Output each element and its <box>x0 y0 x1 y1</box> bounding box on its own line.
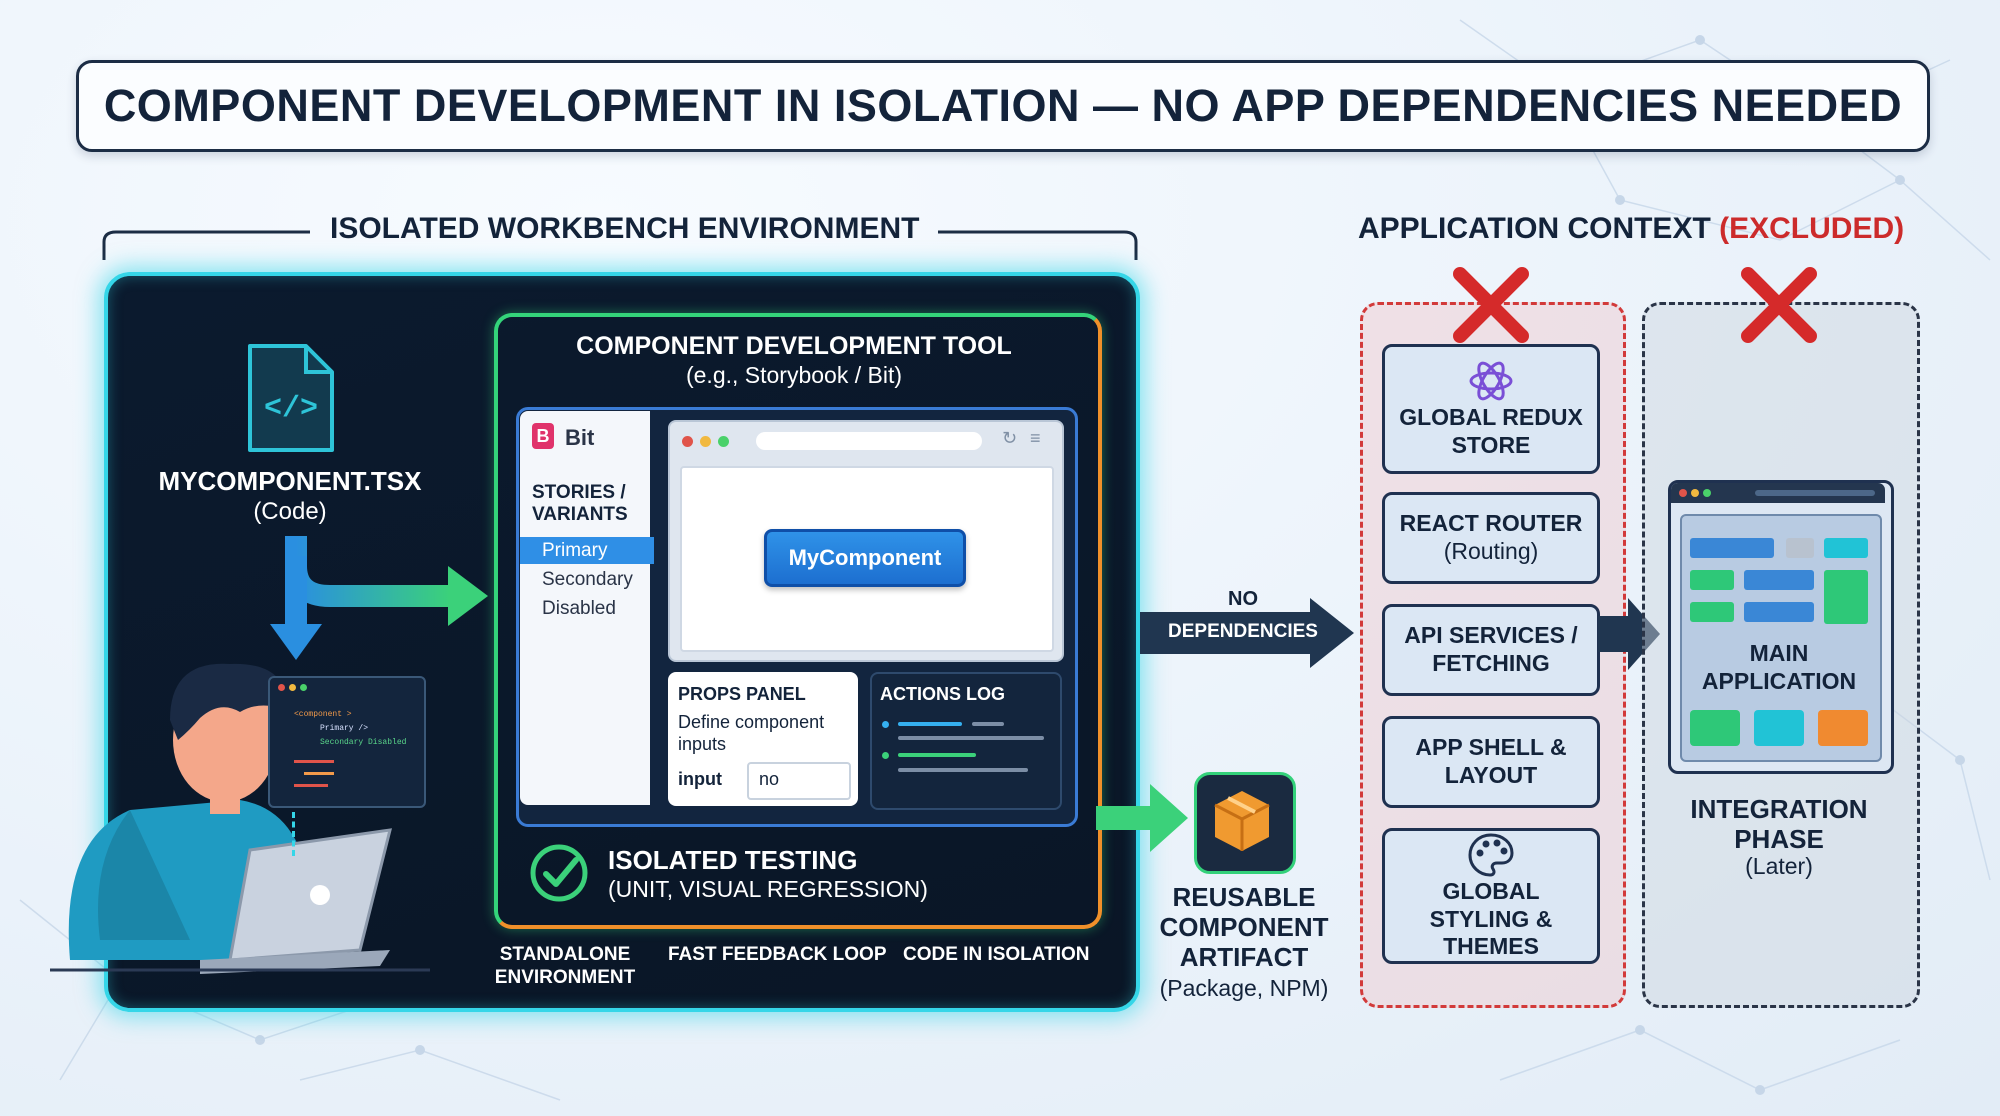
story-item-disabled[interactable]: Disabled <box>542 598 616 619</box>
artifact-arrow <box>1096 784 1188 852</box>
brand-name: Bit <box>565 425 595 450</box>
page-title: COMPONENT DEVELOPMENT IN ISOLATION — NO … <box>103 80 1903 131</box>
artifact-title: REUSABLE COMPONENT ARTIFACT <box>1140 882 1348 973</box>
code-line-1: <component > <box>294 710 352 719</box>
footer-code-isolation: CODE IN ISOLATION <box>903 944 1090 965</box>
footer-standalone: STANDALONE ENVIRONMENT <box>494 944 636 988</box>
developer-illustration <box>50 663 430 974</box>
footer-fast-feedback: FAST FEEDBACK LOOP <box>668 944 887 965</box>
react-router-sub: (Routing) <box>1443 538 1539 564</box>
main-app-titlebar <box>1671 483 1885 503</box>
artifact-line-1: REUSABLE <box>1172 882 1316 912</box>
no-dependencies-arrow <box>1140 598 1354 668</box>
checkmark-icon <box>530 844 588 902</box>
file-to-tool-arrows <box>270 536 488 660</box>
file-subtitle: (Code) <box>253 498 327 525</box>
props-input-field[interactable]: no <box>747 762 851 800</box>
menu-icon[interactable]: ≡ <box>1030 428 1041 448</box>
props-input-label: input <box>678 769 722 789</box>
props-panel-title: PROPS PANEL <box>678 684 806 704</box>
title-banner: COMPONENT DEVELOPMENT IN ISOLATION — NO … <box>76 60 1930 152</box>
code-editor-window: <component > Primary /> Secondary Disabl… <box>268 676 426 808</box>
context-api-services: API SERVICES / FETCHING <box>1382 604 1600 696</box>
story-item-secondary[interactable]: Secondary <box>542 569 633 590</box>
address-bar[interactable] <box>756 432 982 450</box>
testing-subtitle: (UNIT, VISUAL REGRESSION) <box>608 876 928 902</box>
context-app-shell: APP SHELL & LAYOUT <box>1382 716 1600 808</box>
testing-title: ISOLATED TESTING <box>608 845 858 875</box>
artifact-line-3: ARTIFACT <box>1179 941 1309 972</box>
palette-icon <box>1468 833 1514 877</box>
app-shell-label: APP SHELL & LAYOUT <box>1415 734 1567 788</box>
dev-tool-title: COMPONENT DEVELOPMENT TOOL <box>576 332 1012 360</box>
integration-subtitle: (Later) <box>1745 853 1813 879</box>
dev-tool-subtitle: (e.g., Storybook / Bit) <box>685 362 903 388</box>
bit-logo-icon: B <box>532 423 554 449</box>
excluded-label: (EXCLUDED) <box>1719 212 1905 245</box>
props-input-value: no <box>759 769 780 789</box>
context-react-router: REACT ROUTER (Routing) <box>1382 492 1600 584</box>
window-maximize-dot <box>718 436 729 447</box>
stories-header: STORIES / VARIANTS <box>532 482 628 525</box>
main-app-label: MAIN APPLICATION <box>1701 640 1857 694</box>
code-line-3: Secondary Disabled <box>320 738 407 747</box>
api-services-label: API SERVICES / FETCHING <box>1404 622 1578 676</box>
no-dependencies-line2: DEPENDENCIES <box>1168 621 1318 642</box>
refresh-icon[interactable]: ↻ <box>1002 428 1018 448</box>
artifact-subtitle: (Package, NPM) <box>1159 975 1329 1001</box>
to-main-app-arrow <box>1598 598 1660 670</box>
integration-x-icon <box>1741 267 1817 343</box>
window-close-dot <box>682 436 693 447</box>
code-file-icon: </> <box>248 344 334 452</box>
window-minimize-dot <box>700 436 711 447</box>
workbench-label: ISOLATED WORKBENCH ENVIRONMENT <box>330 212 920 245</box>
no-dependencies-line1: NO <box>1228 588 1258 610</box>
package-artifact-icon <box>1194 772 1296 874</box>
redux-store-label: GLOBAL REDUX STORE <box>1399 404 1583 458</box>
react-router-label: REACT ROUTER <box>1399 510 1583 537</box>
file-name: MYCOMPONENT.TSX <box>158 466 422 496</box>
dev-tool-frame <box>494 313 1102 929</box>
artifact-line-2: COMPONENT <box>1159 911 1329 942</box>
workbench-bracket <box>102 230 1138 260</box>
stories-sidebar <box>520 411 650 805</box>
actions-log-title: ACTIONS LOG <box>880 684 1005 704</box>
code-connector <box>292 812 299 856</box>
app-context-title: APPLICATION CONTEXT <box>1358 212 1711 245</box>
my-component-button[interactable]: MyComponent <box>764 529 966 587</box>
integration-title: INTEGRATION PHASE <box>1690 794 1868 854</box>
svg-text:</>: </> <box>264 392 318 426</box>
context-global-styling: GLOBAL STYLING & THEMES <box>1382 828 1600 964</box>
context-redux-store: GLOBAL REDUX STORE <box>1382 344 1600 474</box>
actions-log-panel <box>870 672 1062 810</box>
props-panel-desc: Define component inputs <box>678 712 825 754</box>
excluded-x-icon <box>1453 267 1529 343</box>
story-label-primary: Primary <box>542 540 608 561</box>
redux-icon <box>1469 362 1513 401</box>
global-styling-label: GLOBAL STYLING & THEMES <box>1429 878 1553 960</box>
story-item-primary[interactable]: Primary <box>520 537 654 564</box>
app-context-label: APPLICATION CONTEXT (EXCLUDED) <box>1358 212 1904 246</box>
code-line-2: Primary /> <box>320 724 369 733</box>
